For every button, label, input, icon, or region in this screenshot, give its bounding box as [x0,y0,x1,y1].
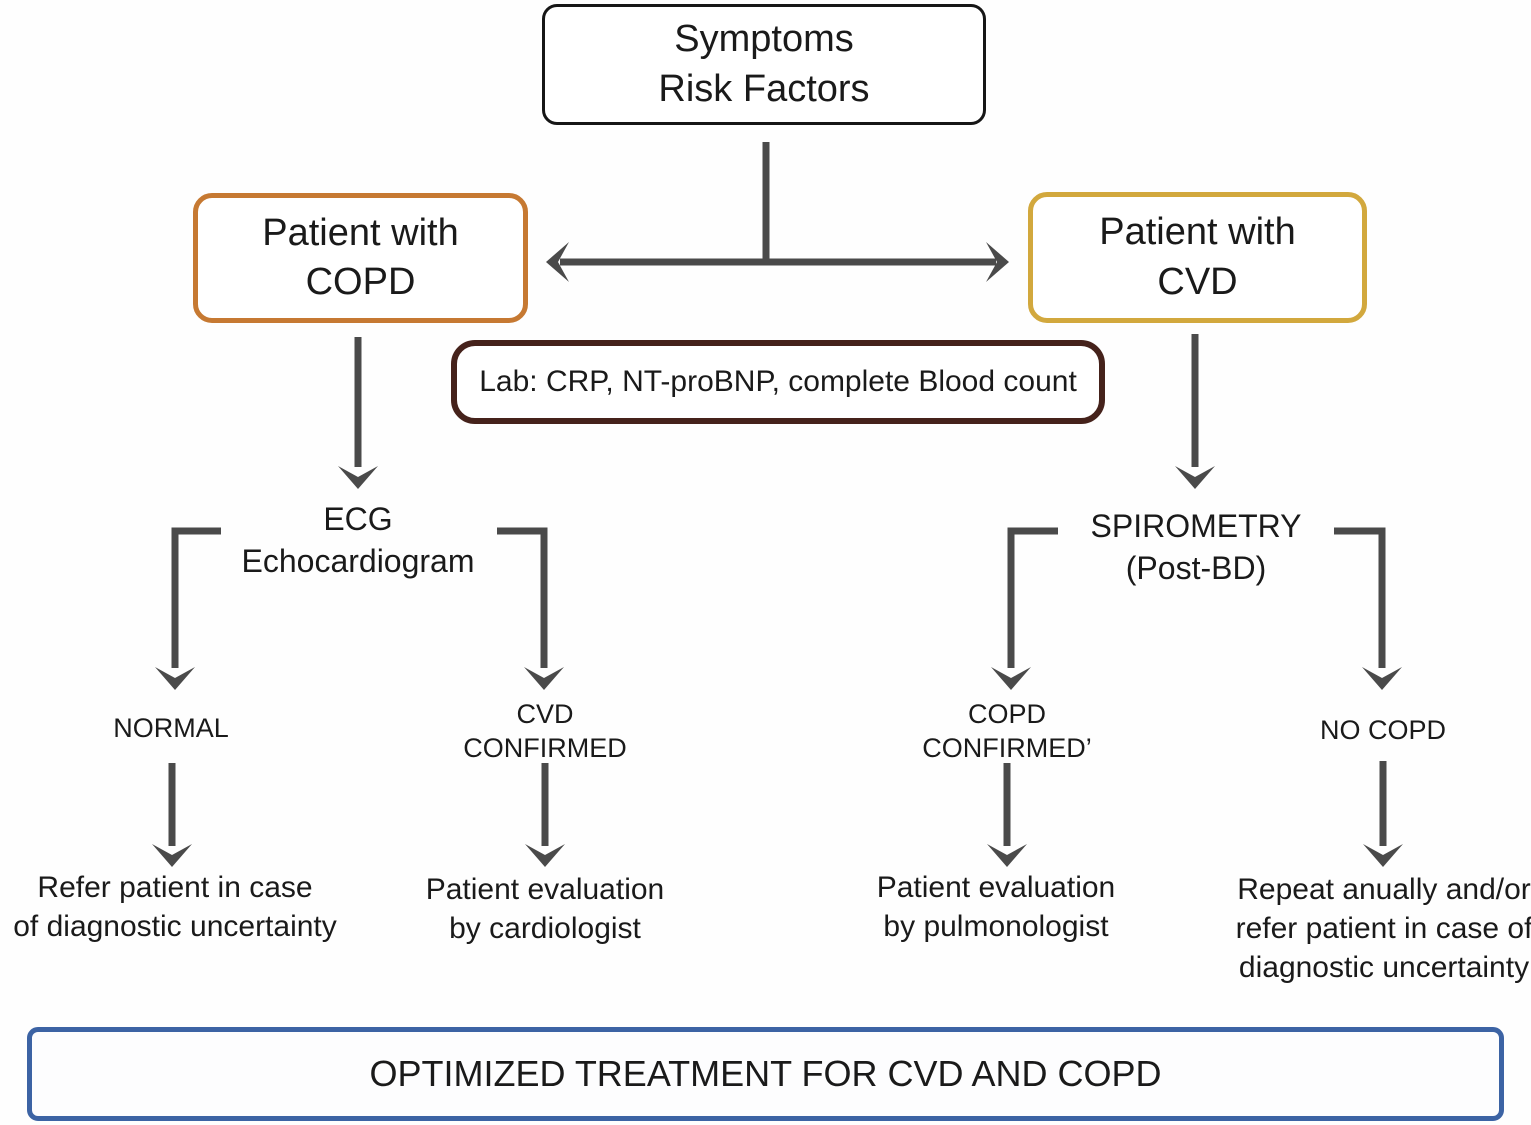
optimized-treatment-box: OPTIMIZED TREATMENT FOR CVD AND COPD [27,1027,1504,1121]
arrowhead-spirometry [1175,466,1215,489]
arrowhead-cvd-confirmed [524,667,564,690]
arrowhead-repeat [1363,844,1403,867]
pulmonologist-evaluation-label: Patient evaluation by pulmonologist [876,871,1116,943]
arrowhead-to-copd [546,242,569,282]
ecg-echocardiogram-label: ECG Echocardiogram [241,501,475,580]
lab-tests-box: Lab: CRP, NT-proBNP, complete Blood coun… [451,340,1105,424]
refer-patient-action-label: Refer patient in case of diagnostic unce… [13,871,337,943]
no-copd-label: NO COPD [1319,715,1446,745]
symptoms-risk-factors-box: Symptoms Risk Factors [542,4,986,125]
spirometry-label: SPIROMETRY (Post-BD) [1090,508,1302,587]
connector-spirometry-to-copd-confirmed [1007,527,1058,668]
arrowhead-copd-confirmed [991,667,1031,690]
connector-ecg-to-cvd-confirmed [497,527,548,668]
repeat-annually-action-label: Repeat anually and/or refer patient in c… [1235,873,1531,984]
arrowhead-cardiologist [525,844,565,867]
arrowhead-ecg [338,466,378,489]
arrowhead-pulmonologist [987,844,1027,867]
arrowhead-normal [155,667,195,690]
cardiologist-evaluation-label: Patient evaluation by cardiologist [425,873,665,945]
copd-confirmed-label: COPD CONFIRMED’ [922,699,1092,763]
connector-spirometry-to-no-copd [1334,527,1386,668]
patient-with-copd-box: Patient with COPD [193,193,528,323]
arrowhead-refer [152,844,192,867]
arrowhead-to-cvd [986,242,1009,282]
connector-ecg-to-normal [171,527,221,668]
cvd-confirmed-label: CVD CONFIRMED [463,699,627,763]
arrowhead-no-copd [1362,667,1402,690]
patient-with-cvd-box: Patient with CVD [1028,192,1367,323]
normal-result-label: NORMAL [113,713,229,743]
